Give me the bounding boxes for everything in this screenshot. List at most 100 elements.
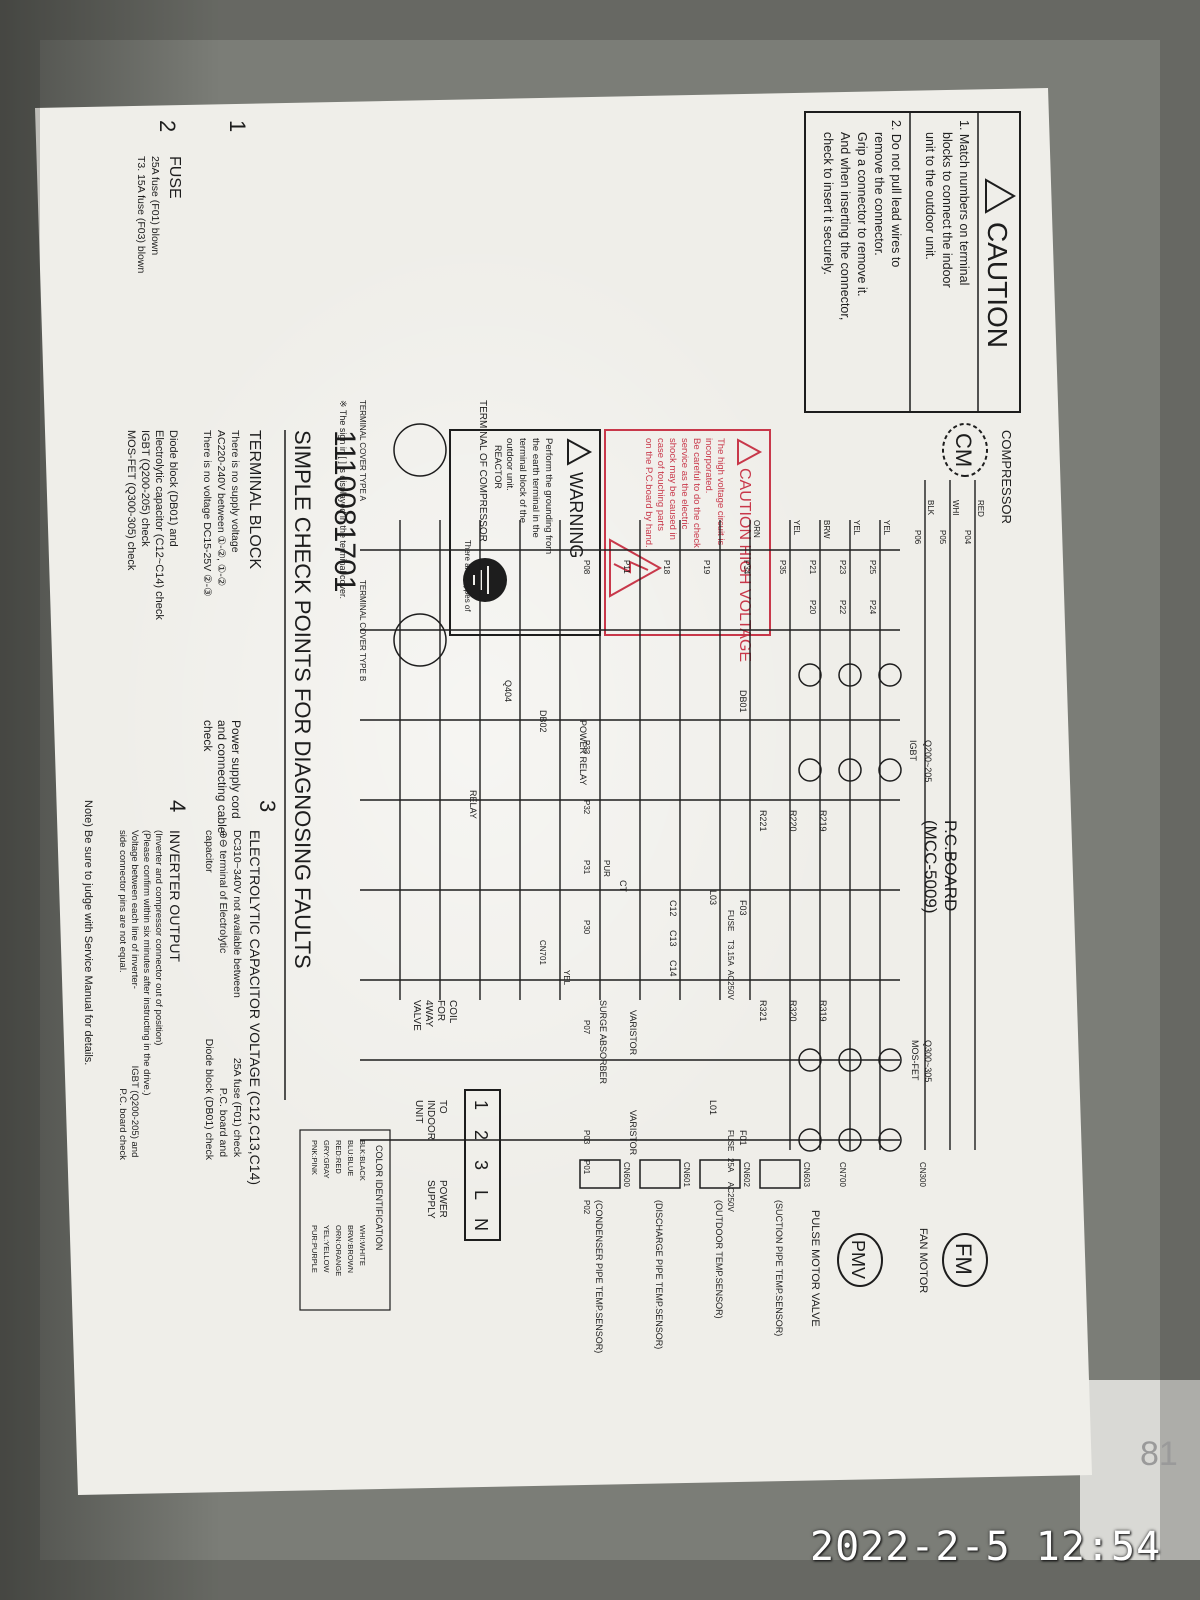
svg-text:CN603: CN603: [802, 1162, 811, 1187]
terminal-of-compressor: TERMINAL OF COMPRESSOR: [477, 400, 488, 542]
ground-icon: [463, 558, 507, 602]
svg-text:FUSE: FUSE: [726, 1130, 735, 1151]
indoor-unit-label: TO INDOOR UNIT: [413, 1100, 448, 1143]
fm-label: FM: [951, 1243, 976, 1275]
service-note: Note) Be sure to judge with Service Manu…: [82, 800, 94, 1065]
svg-text:Diode block (DB01) and E: Diode block (DB01) and Electrolytic capa…: [125, 430, 179, 623]
svg-text:R319: R319: [818, 1000, 828, 1022]
svg-text:R320: R320: [788, 1000, 798, 1022]
svg-text:P02: P02: [582, 1200, 591, 1215]
label-content: CAUTION 1. Match numbers on terminal blo…: [82, 111, 1021, 1353]
svg-text:CT: CT: [618, 880, 628, 892]
svg-text:T3.15A: T3.15A: [726, 940, 735, 966]
high-voltage-box: [604, 429, 771, 636]
compressor-motor-symbol: [942, 423, 988, 477]
svg-text:Q300~305: Q300~305: [923, 1040, 933, 1082]
sign-note: ※ The sign in [ ] is displayed in the te…: [338, 400, 348, 599]
svg-text:CN602: CN602: [742, 1162, 751, 1187]
svg-text:1. Match numbers on terminal: 1. Match numbers on terminal blocks to c…: [821, 120, 971, 324]
svg-text:There is no supply voltage: There is no supply voltage AC220-240V be…: [201, 430, 241, 597]
warning-triangle-icon: [985, 178, 1017, 214]
caution-item2-line1: 2. Do not pull lead wires to: [889, 120, 903, 267]
terminal-cover-b-icon: [393, 613, 447, 667]
svg-text:P18: P18: [662, 560, 671, 575]
svg-text:PNK:PINK: PNK:PINK: [310, 1140, 319, 1175]
svg-text:R220: R220: [788, 810, 798, 832]
svg-text:WHI:WHITE: WHI:WHITE: [358, 1225, 367, 1266]
svg-text:R221: R221: [758, 810, 768, 832]
svg-text:F01: F01: [738, 1130, 748, 1146]
svg-text:DB02: DB02: [538, 710, 548, 733]
schematic-wiring: [360, 480, 976, 1150]
warning-title: WARNING: [566, 472, 586, 558]
pmv-label: PMV: [848, 1240, 868, 1279]
svg-text:YEL: YEL: [852, 520, 861, 536]
svg-text:ORN: ORN: [752, 520, 761, 538]
svg-text:DC310~340V not available betwe: DC310~340V not available between ⊕⊖ term…: [203, 830, 243, 1161]
cover-type-a: TERMINAL COVER TYPE A: [358, 400, 367, 502]
caution-item1-line1: 1. Match numbers on terminal: [957, 120, 971, 285]
svg-text:PUR: PUR: [602, 860, 611, 877]
svg-text:GRY:GRAY: GRY:GRAY: [322, 1140, 331, 1179]
caution-item2-line2: remove the connector.: [872, 132, 886, 256]
svg-text:P04: P04: [963, 530, 972, 545]
svg-text:POWER RELAY: POWER RELAY: [578, 720, 588, 785]
svg-text:REACTOR: REACTOR: [493, 445, 503, 489]
svg-text:BLK: BLK: [926, 500, 935, 516]
svg-text:Power supply cord and co: Power supply cord and connecting cable c…: [201, 720, 243, 837]
svg-text:CN701: CN701: [538, 940, 547, 965]
pin-labels: P04 P05 P06 P25 P24 P23 P22 P21 P20 P35 …: [538, 530, 972, 1215]
check2-number: 2: [155, 120, 180, 132]
compressor-label: COMPRESSOR: [999, 430, 1014, 524]
part-labels: REACTOR RELAY POWER RELAY SURGE ABSORBER…: [468, 445, 933, 1156]
caution-item1-line3: unit to the outdoor unit.: [923, 132, 937, 260]
svg-text:P19: P19: [702, 560, 711, 575]
svg-text:DB01: DB01: [738, 690, 748, 713]
svg-text:P21: P21: [808, 560, 817, 575]
svg-text:R219: R219: [818, 810, 828, 832]
svg-text:P33: P33: [582, 740, 591, 755]
caution-item1-line2: blocks to connect the indoor: [940, 132, 954, 288]
svg-text:P03: P03: [582, 1130, 591, 1145]
svg-text:WHI: WHI: [951, 500, 960, 516]
svg-text:The high voltage circuit is: The high voltage circuit is incorporated…: [643, 438, 726, 550]
svg-text:L: L: [471, 1190, 491, 1200]
svg-text:P08: P08: [582, 560, 591, 575]
svg-text:(OUTDOOR TEMP.SENSOR): (OUTDOOR TEMP.SENSOR): [714, 1200, 724, 1319]
side-sticker: [1080, 1380, 1200, 1560]
svg-text:BLK:BLACK: BLK:BLACK: [358, 1140, 367, 1181]
cover-type-b: TERMINAL COVER TYPE B: [358, 580, 367, 681]
pulse-motor-valve-text: PULSE MOTOR VALVE: [809, 1210, 821, 1327]
svg-text:25A: 25A: [726, 1158, 735, 1173]
svg-text:C12: C12: [668, 900, 678, 917]
svg-text:C14: C14: [668, 960, 678, 977]
svg-text:AC250V: AC250V: [726, 970, 735, 1000]
check4-number: 4: [165, 800, 190, 812]
svg-text:P30: P30: [582, 920, 591, 935]
terminal-cover-a-icon: [393, 423, 447, 477]
svg-text:CN600: CN600: [622, 1162, 631, 1187]
svg-text:YEL:YELLOW: YEL:YELLOW: [322, 1225, 331, 1273]
svg-text:CN700: CN700: [838, 1162, 847, 1187]
high-voltage-triangle-icon: [737, 438, 763, 466]
svg-text:P20: P20: [808, 600, 817, 615]
wire-colors: RED WHI BLK YEL YEL BRW YEL ORN PUR YEL: [562, 500, 985, 986]
svg-text:C13: C13: [668, 930, 678, 947]
svg-text:PUR:PURPLE: PUR:PURPLE: [310, 1225, 319, 1273]
svg-text:P23: P23: [838, 560, 847, 575]
svg-text:2: 2: [471, 1130, 491, 1140]
svg-text:YEL: YEL: [562, 970, 571, 986]
high-voltage-title: CAUTION HIGH VOLTAGE: [736, 468, 753, 662]
check3-number: 3: [255, 800, 280, 812]
svg-text:3: 3: [471, 1160, 491, 1170]
svg-text:RED:RED: RED:RED: [334, 1140, 343, 1174]
fan-motor-symbol: [942, 1233, 988, 1287]
check2-title: FUSE: [166, 156, 183, 199]
svg-text:P22: P22: [838, 600, 847, 615]
svg-text:RELAY: RELAY: [468, 790, 478, 819]
svg-text:RED: RED: [976, 500, 985, 517]
svg-text:P34: P34: [742, 560, 751, 575]
svg-text:F03: F03: [738, 900, 748, 916]
svg-text:P01: P01: [582, 1160, 591, 1175]
part-number: 1110081701: [328, 430, 361, 592]
